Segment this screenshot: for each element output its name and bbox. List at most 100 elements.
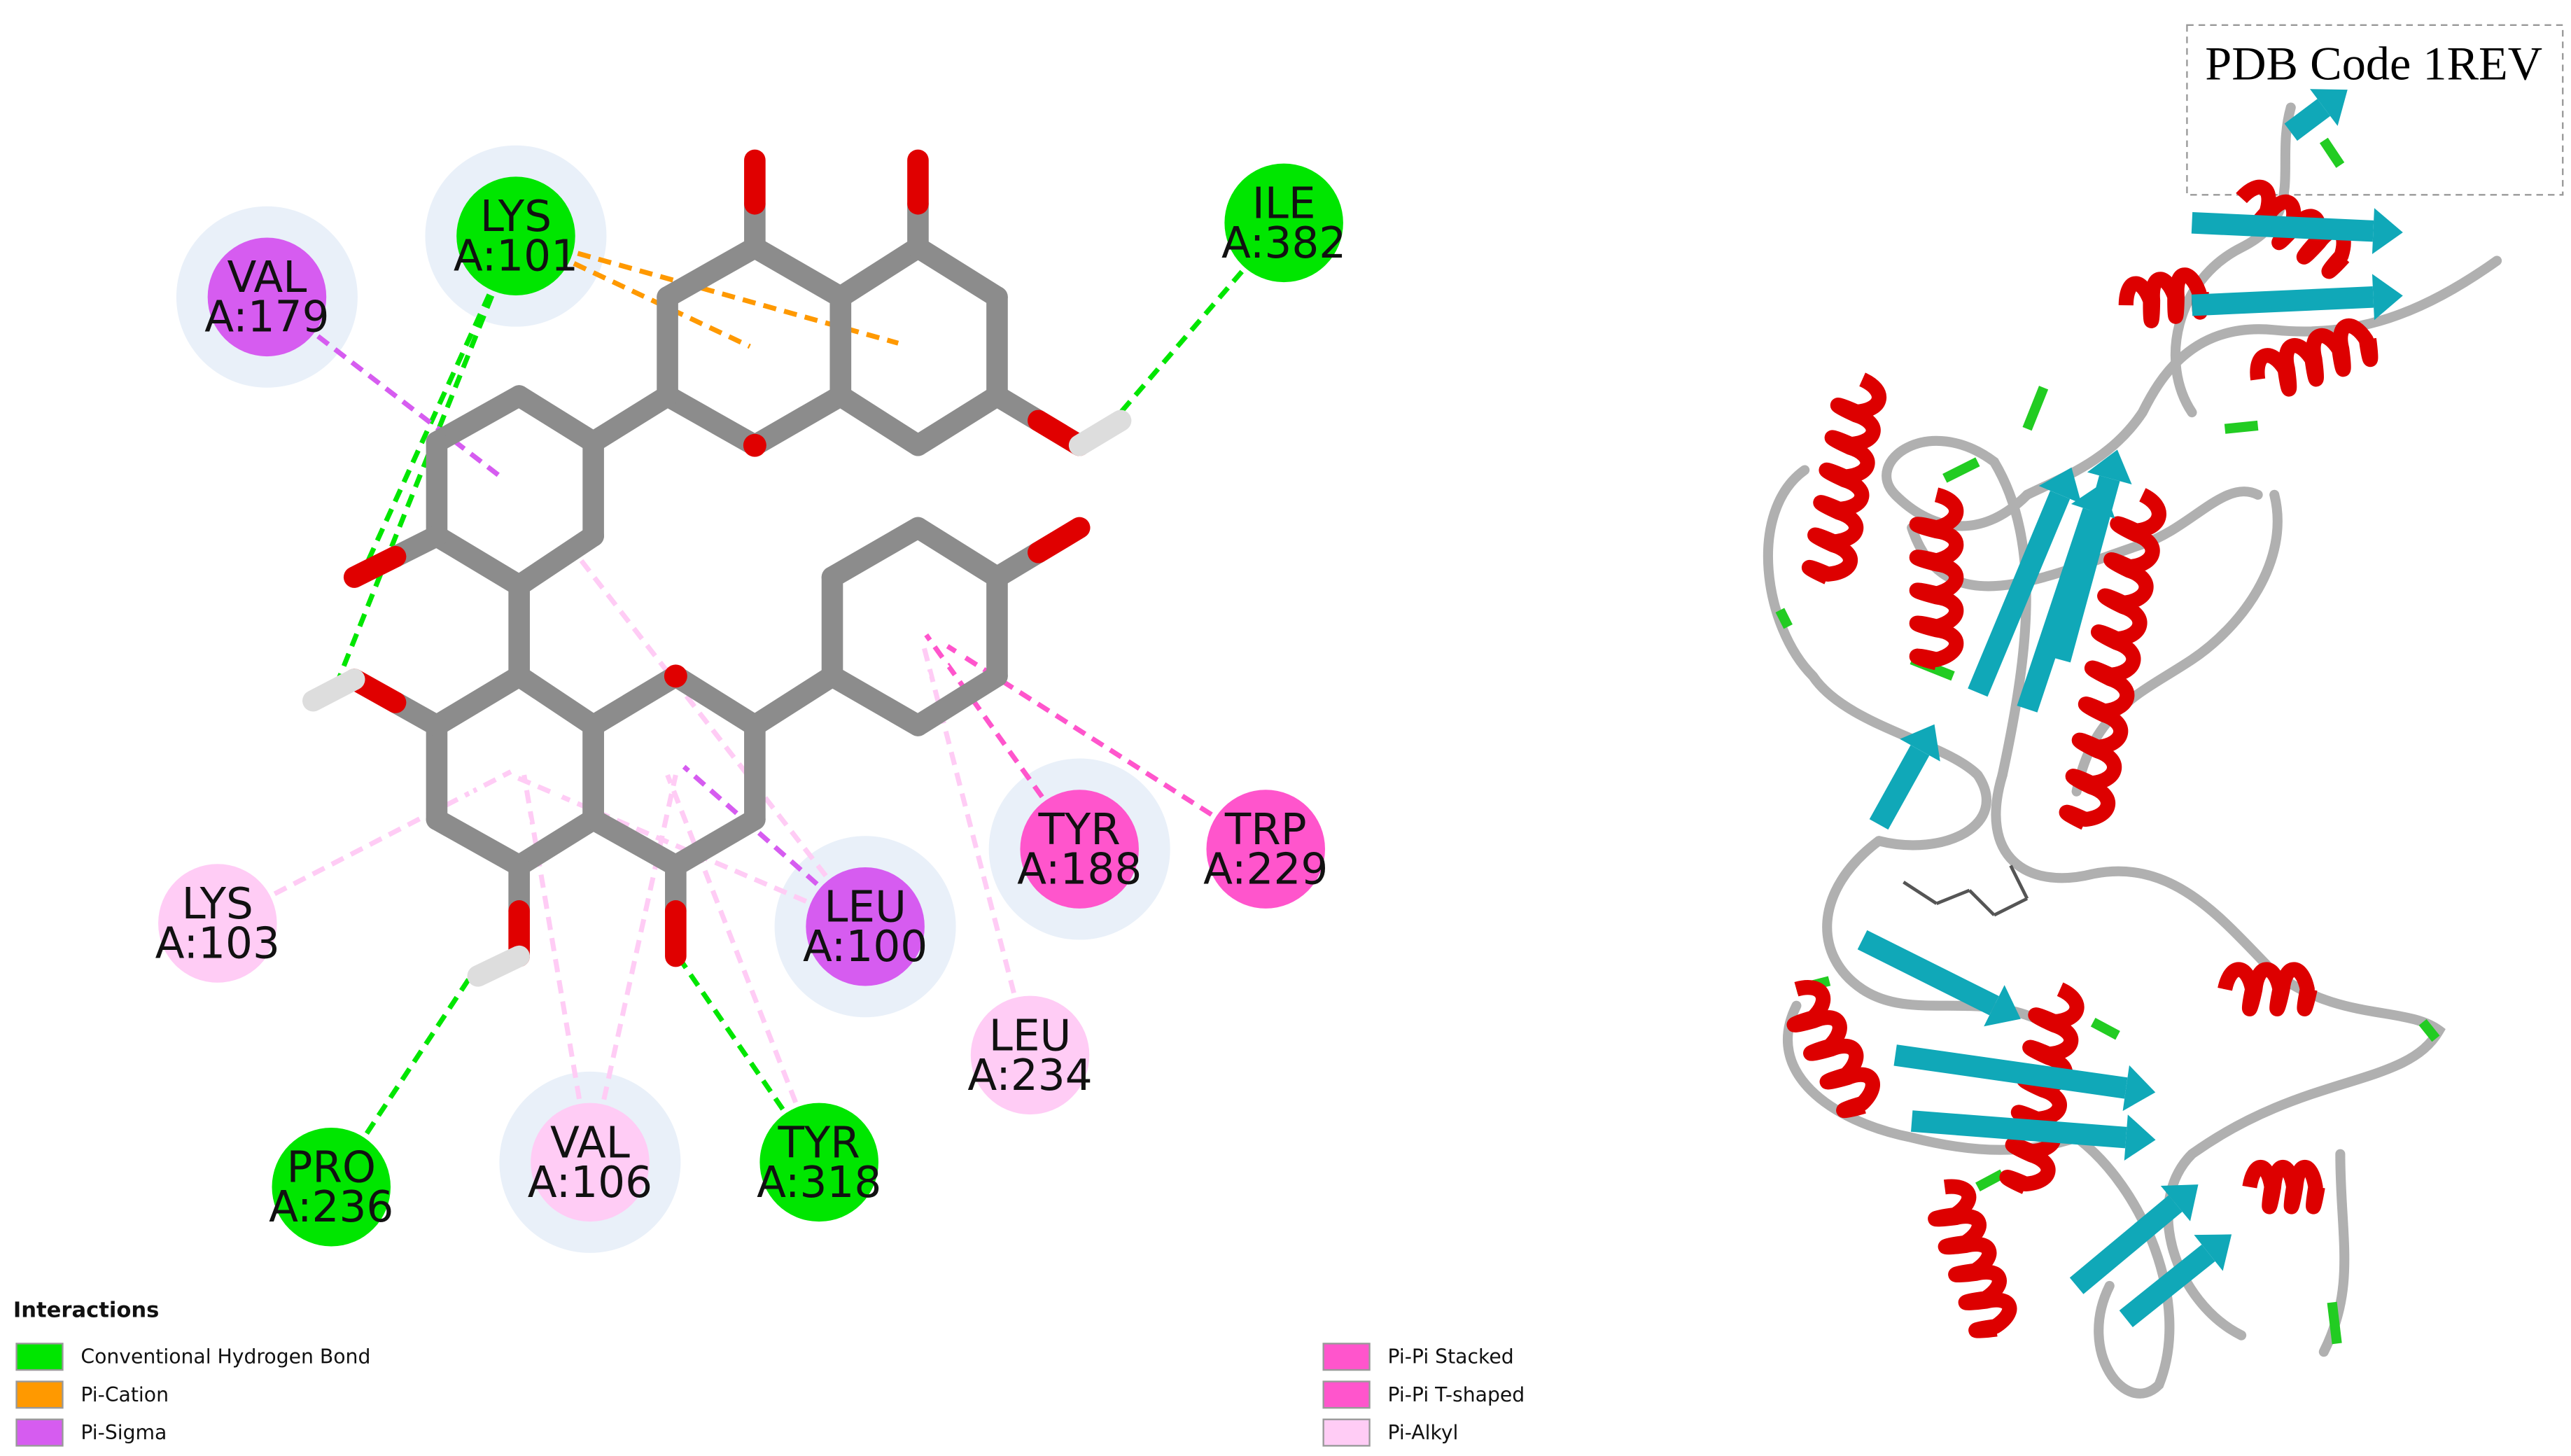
- bond: [1068, 410, 1132, 456]
- oxygen-atom: [743, 433, 766, 457]
- alpha-helix: [2250, 318, 2379, 397]
- beta-strand-arrow: [2122, 1065, 2156, 1112]
- coil: [2163, 967, 2446, 1340]
- residue-name: PRO: [286, 1143, 376, 1193]
- turn: [2319, 137, 2345, 168]
- ligand-in-pocket: [1968, 889, 1996, 916]
- residue-id: A:103: [155, 918, 280, 968]
- interaction-line: [363, 234, 519, 567]
- beta-strand-arrow: [2124, 1114, 2156, 1161]
- ligand-in-pocket: [1935, 888, 1970, 905]
- beta-strand-arrow: [2087, 449, 2132, 484]
- bond: [821, 665, 929, 736]
- beta-strand-arrow: [2310, 89, 2348, 126]
- bond: [343, 545, 407, 588]
- aromatic-ring-marker: [464, 720, 568, 824]
- ligand-in-pocket: [1993, 897, 2029, 917]
- interaction-line: [566, 542, 867, 928]
- bond: [508, 665, 604, 736]
- bond: [582, 665, 687, 736]
- bond: [426, 525, 530, 596]
- alpha-helix: [1909, 487, 1964, 671]
- turn: [1975, 1169, 2005, 1191]
- legend-label: Conventional Hydrogen Bond: [80, 1345, 370, 1368]
- coil: [2022, 255, 2502, 500]
- alpha-helix: [1786, 980, 1880, 1119]
- protein-cartoon: [1763, 89, 2502, 1399]
- legend-swatch: [1322, 1380, 1371, 1409]
- ligand-in-pocket: [2009, 864, 2029, 899]
- bond: [426, 808, 530, 876]
- residue-name: ILE: [1252, 178, 1316, 228]
- beta-strand-arrow: [2372, 208, 2403, 255]
- turn: [2022, 386, 2049, 431]
- beta-strand: [2191, 286, 2374, 316]
- ligand-in-pocket: [1903, 881, 1938, 905]
- turn: [2327, 1301, 2342, 1345]
- residue-name: LYS: [182, 879, 253, 929]
- legend: Interactions Conventional Hydrogen BondP…: [13, 1298, 1525, 1447]
- pdb-code-label: PDB Code 1REV: [2205, 37, 2542, 90]
- bond: [508, 525, 604, 596]
- coil: [2170, 102, 2296, 418]
- residue-circle: [456, 176, 575, 295]
- aromatic-ring-marker: [867, 294, 971, 399]
- residue-id: A:236: [269, 1182, 393, 1232]
- bond: [907, 385, 1008, 456]
- beta-strand: [1857, 930, 1999, 1016]
- residue-id: A:179: [204, 293, 329, 342]
- residue-circle: [1206, 790, 1326, 909]
- alpha-helix: [1999, 982, 2085, 1194]
- residue-id: A:188: [1017, 844, 1142, 894]
- beta-strand: [1893, 1044, 2128, 1099]
- bond: [821, 517, 929, 588]
- ligand-structure: [302, 149, 1132, 987]
- residue-name: LYS: [480, 192, 552, 241]
- residue-id: A:229: [1203, 844, 1328, 894]
- residue-name: TYR: [1038, 805, 1121, 855]
- oxygen-atom: [664, 664, 687, 688]
- bond: [1028, 517, 1091, 564]
- residue-id: A:101: [454, 232, 578, 281]
- aromatic-ring-marker: [464, 438, 568, 542]
- beta-strand: [1869, 745, 1930, 830]
- bond: [657, 385, 766, 456]
- turn: [1775, 608, 1793, 629]
- legend-label: Pi-Cation: [80, 1383, 169, 1406]
- residue-id: A:318: [757, 1158, 881, 1208]
- bond: [302, 668, 365, 712]
- beta-strand: [2284, 99, 2331, 141]
- residue-id: A:234: [967, 1051, 1092, 1100]
- beta-strand: [2050, 475, 2120, 663]
- residue-name: LEU: [824, 883, 906, 932]
- bond: [907, 665, 1008, 736]
- bond: [426, 665, 530, 736]
- bond: [467, 945, 530, 987]
- beta-strand-arrow: [2160, 1184, 2199, 1222]
- residue-circle: [970, 995, 1090, 1115]
- bond: [829, 385, 929, 456]
- residue-id: A:106: [528, 1158, 652, 1208]
- turn: [2224, 420, 2259, 434]
- beta-strand: [1911, 1110, 2127, 1149]
- turn: [2418, 1018, 2440, 1042]
- legend-swatch: [15, 1380, 64, 1409]
- alpha-helix: [2118, 267, 2209, 328]
- bond: [907, 237, 1008, 308]
- residue-name: VAL: [227, 253, 307, 302]
- residue-circle: [1224, 163, 1343, 283]
- residue-name: LEU: [989, 1011, 1072, 1060]
- bond: [829, 237, 929, 308]
- coil: [1763, 465, 1991, 850]
- legend-label: Pi-Alkyl: [1387, 1421, 1458, 1444]
- interaction-line: [682, 764, 867, 929]
- legend-swatch: [15, 1418, 64, 1447]
- bond: [426, 385, 530, 453]
- bond: [907, 517, 1008, 588]
